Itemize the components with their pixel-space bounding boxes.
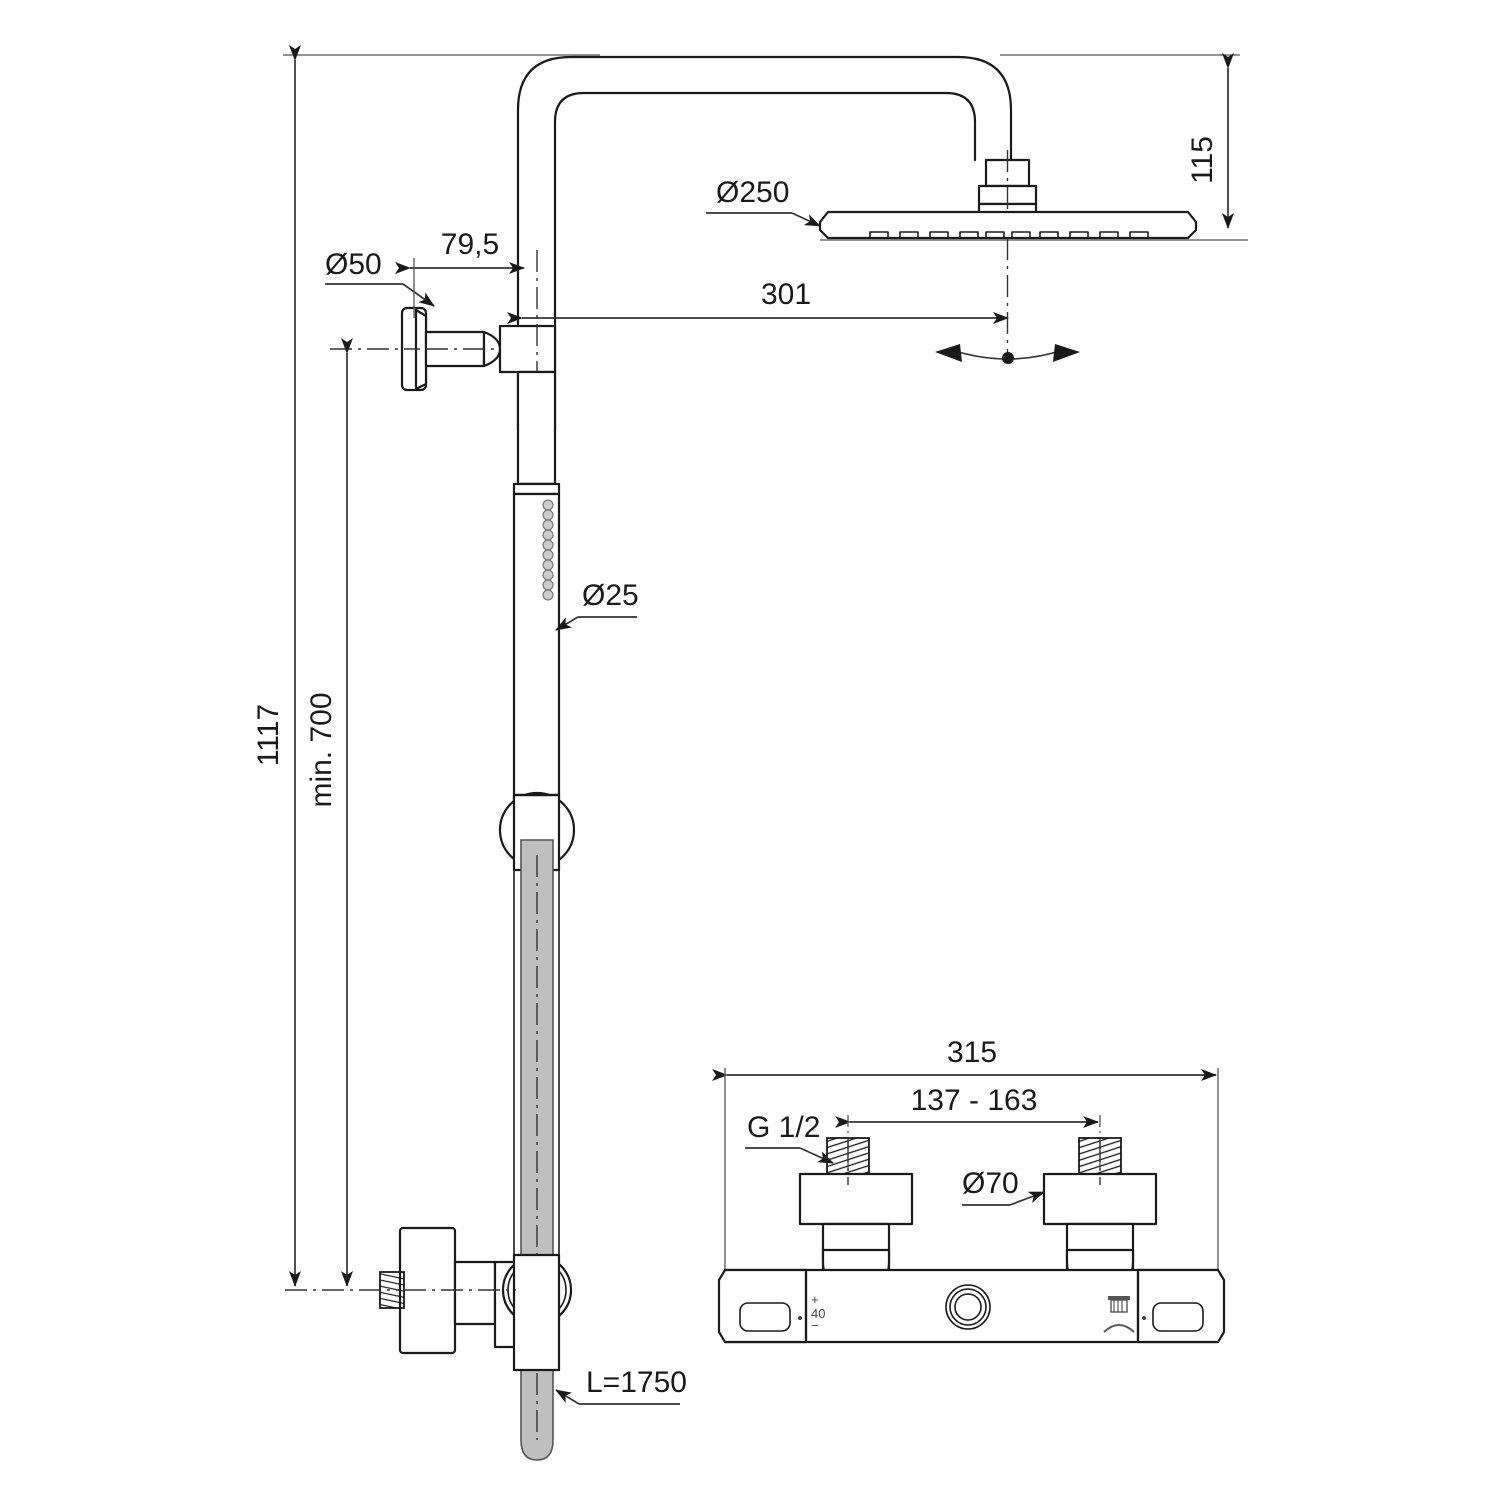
rain-shower-icon xyxy=(1108,1296,1130,1313)
wall-plate-label: Ø50 xyxy=(325,248,382,281)
swivel-double-arrow-icon xyxy=(935,344,1080,364)
valve-center-boss xyxy=(945,1284,991,1330)
dimension-min-rail-height: min. 700 xyxy=(305,338,353,1287)
hose-length-callout: L=1750 xyxy=(555,1366,687,1405)
wall-plate-callout: Ø50 xyxy=(325,248,435,307)
thread-label: G 1/2 xyxy=(747,1111,820,1144)
escutcheon-callout: Ø70 xyxy=(962,1167,1045,1206)
temp-minus-label: − xyxy=(811,1318,819,1333)
dimension-head-thickness: 115 xyxy=(1186,53,1248,241)
head-diameter-label: Ø250 xyxy=(716,176,789,209)
dimension-valve-centers: 137 - 163 xyxy=(835,1084,1101,1170)
valve-inlet-left xyxy=(798,1137,914,1294)
bottom-wall-bracket xyxy=(285,1226,573,1372)
temp-plus-label: + xyxy=(811,1292,819,1307)
temperature-scale-markings: + 40 − xyxy=(798,1292,825,1333)
rail-diameter-callout: Ø25 xyxy=(555,579,639,631)
valve-width-label: 315 xyxy=(947,1036,997,1069)
temp-value-label: 40 xyxy=(811,1306,825,1321)
thread-callout: G 1/2 xyxy=(745,1111,834,1164)
dimension-wall-to-riser: 79,5 xyxy=(395,228,525,318)
hose-length-label: L=1750 xyxy=(586,1366,687,1399)
valve-inlet-right xyxy=(1042,1137,1158,1294)
valve-centers-label: 137 - 163 xyxy=(911,1084,1038,1117)
head-thickness-label: 115 xyxy=(1186,136,1219,184)
valve-body xyxy=(717,1268,1226,1344)
riser-gooseneck-tube xyxy=(516,55,1013,432)
dimension-valve-width: 315 xyxy=(712,1036,1219,1270)
head-diameter-callout: Ø250 xyxy=(706,176,821,227)
overall-height-label: 1117 xyxy=(252,704,285,766)
dimension-overall-height: 1117 xyxy=(252,45,301,1287)
riser-rail-upper xyxy=(512,370,561,496)
hand-shower-icon xyxy=(1103,1324,1135,1333)
rail-rack-teeth xyxy=(542,499,554,601)
wall-to-head-label: 301 xyxy=(761,278,811,311)
valve-handle-right[interactable] xyxy=(1152,1302,1204,1332)
valve-handle-left[interactable] xyxy=(739,1302,791,1332)
dimension-wall-to-head: 301 xyxy=(507,278,1009,324)
min-rail-height-label: min. 700 xyxy=(305,692,338,807)
shower-head-plate xyxy=(818,210,1198,241)
escutcheon-label: Ø70 xyxy=(962,1167,1019,1200)
shower-head-nozzles xyxy=(869,231,1149,239)
mode-indicator-dot xyxy=(1142,1316,1146,1320)
riser-rail-lower xyxy=(512,492,561,806)
rail-diameter-label: Ø25 xyxy=(582,579,639,612)
wall-to-riser-label: 79,5 xyxy=(441,228,499,261)
bottom-thread xyxy=(379,1271,405,1309)
